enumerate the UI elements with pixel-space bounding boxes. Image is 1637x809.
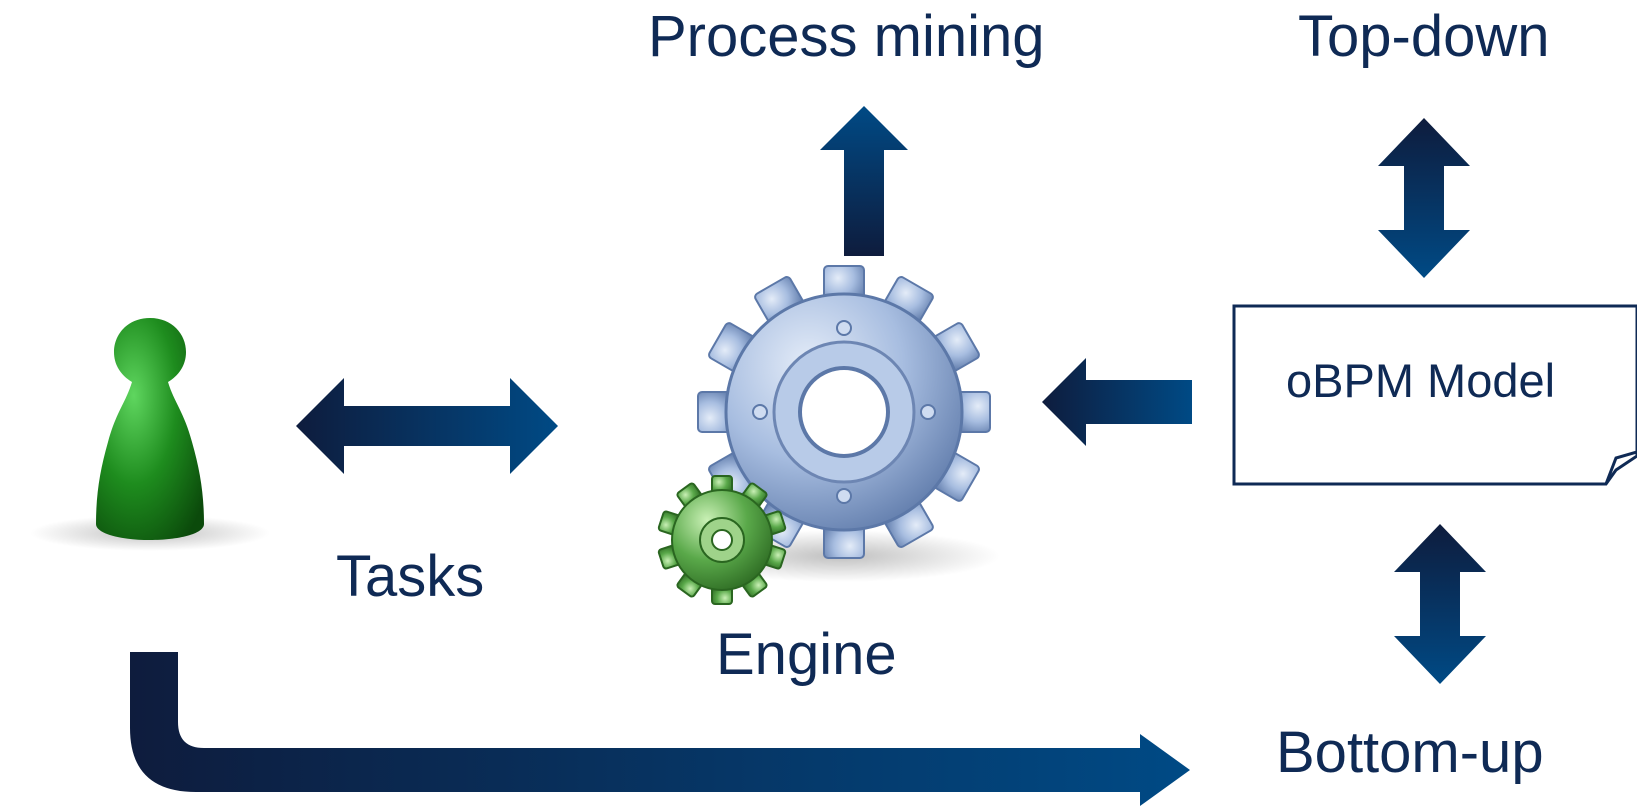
model-to-engine-arrow (1042, 358, 1192, 446)
pawn-icon (96, 318, 204, 540)
tasks-label: Tasks (336, 544, 485, 609)
engine-label: Engine (716, 622, 897, 687)
gear-icon (657, 265, 1000, 605)
tasks-double-arrow (296, 378, 558, 474)
bottom-up-path-arrow (130, 652, 1190, 806)
top-down-label: Top-down (1298, 4, 1550, 69)
model-document-icon (1232, 304, 1637, 486)
bottom-up-double-arrow (1394, 524, 1486, 684)
process-mining-label: Process mining (648, 4, 1045, 69)
model-label: oBPM Model (1286, 354, 1556, 407)
process-mining-arrow (820, 106, 908, 256)
top-down-double-arrow (1378, 118, 1470, 278)
bottom-up-label: Bottom-up (1276, 720, 1544, 785)
